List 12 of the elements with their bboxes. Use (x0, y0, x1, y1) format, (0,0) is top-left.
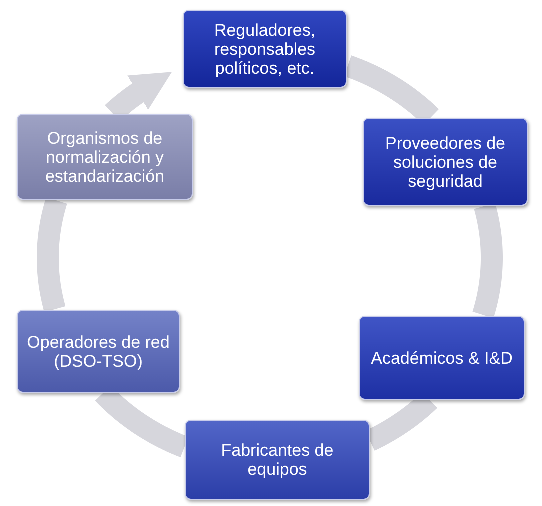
process-box (359, 316, 525, 400)
node-label: Proveedores de soluciones de seguridad (384, 134, 507, 190)
node-label: Reguladores, responsables políticos, etc. (213, 20, 317, 78)
process-box (17, 310, 180, 393)
node-label: Fabricantes de equipos (220, 441, 335, 479)
process-box (363, 118, 528, 206)
process-box (183, 10, 347, 88)
process-box (185, 420, 370, 500)
node-label: Académicos & I&D (370, 348, 514, 368)
process-box (17, 114, 193, 200)
node-label: Operadores de red (DSO-TSO) (26, 332, 171, 370)
node-label: Organismos de normalización y estandarización (44, 128, 166, 186)
